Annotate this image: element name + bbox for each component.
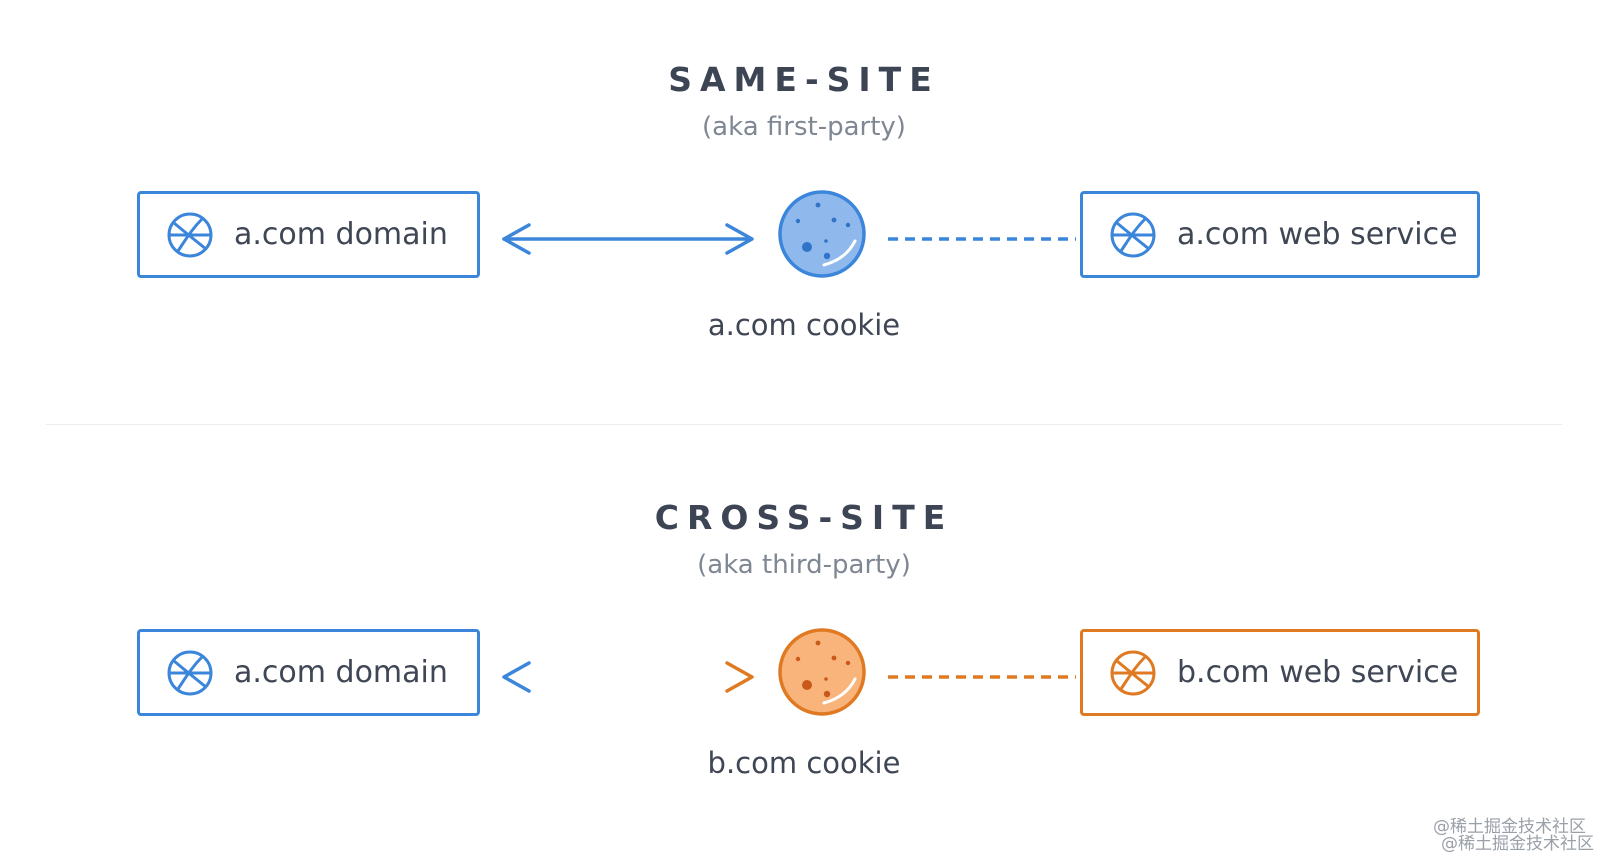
watermark-text: @稀土掘金技术社区 xyxy=(1441,834,1594,854)
cross-site-double-arrow xyxy=(502,661,754,693)
watermark-text: @稀土掘金技术社区 xyxy=(1433,817,1586,837)
cross-site-title: CROSS-SITE xyxy=(654,498,954,537)
same-site-right-box-label: a.com web service xyxy=(1177,217,1458,252)
cross-site-cookie-label: b.com cookie xyxy=(707,746,901,780)
same-site-double-arrow xyxy=(502,223,754,255)
cross-site-left-box: a.com domain xyxy=(137,629,480,716)
cookie-icon xyxy=(778,190,866,278)
same-site-cookie-label: a.com cookie xyxy=(707,308,901,342)
section-divider xyxy=(46,424,1562,425)
cross-site-subtitle: (aka third-party) xyxy=(697,550,911,580)
cross-site-right-box: b.com web service xyxy=(1080,629,1480,716)
same-site-title: SAME-SITE xyxy=(668,60,940,99)
globe-icon xyxy=(1110,212,1156,257)
same-site-right-box: a.com web service xyxy=(1080,191,1480,278)
cross-site-right-box-label: b.com web service xyxy=(1177,655,1459,690)
cookie-icon xyxy=(778,628,866,716)
cross-site-left-box-label: a.com domain xyxy=(234,655,448,690)
globe-icon xyxy=(167,212,213,257)
same-site-left-box: a.com domain xyxy=(137,191,480,278)
globe-icon xyxy=(167,650,213,695)
globe-icon xyxy=(1110,650,1156,695)
same-site-left-box-label: a.com domain xyxy=(234,217,448,252)
same-site-subtitle: (aka first-party) xyxy=(702,112,906,142)
